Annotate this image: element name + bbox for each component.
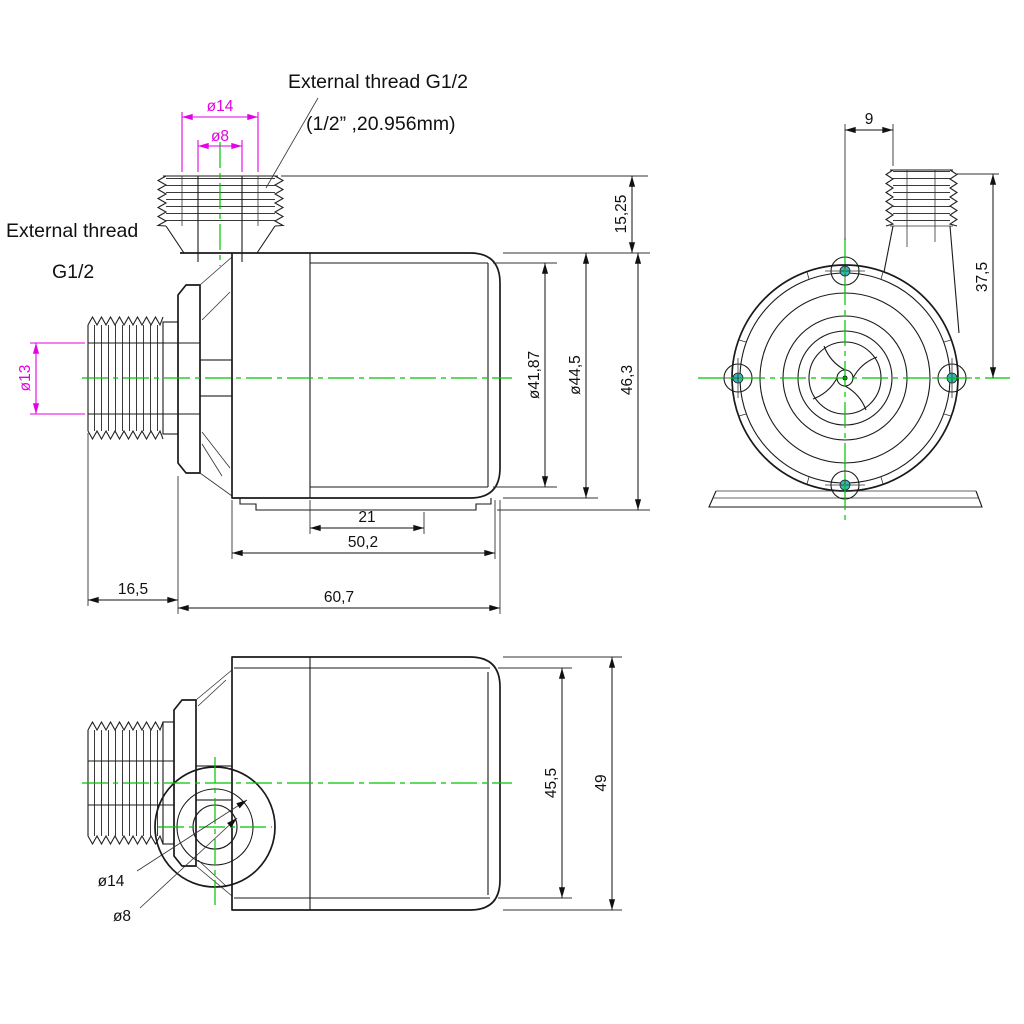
dim-top-port-od: ø14: [207, 98, 234, 115]
dim-body-outer-diameter: ø44,5: [567, 355, 584, 395]
left-port-annotation-line1: External thread: [6, 220, 138, 242]
pump-head: [162, 252, 233, 497]
left-port-annotation-line2: G1/2: [52, 261, 94, 283]
leader-line-o8: [139, 817, 238, 909]
top-port-annotation: External thread G1/2: [288, 71, 468, 93]
dim-left-port-bore: ø13: [17, 365, 34, 392]
dim-bottom-body-width: 45,5: [543, 768, 560, 798]
dim-foot-spacing: 21: [358, 509, 375, 526]
pump-body: [231, 252, 501, 511]
dim-overall-length: 60,7: [324, 589, 354, 606]
centerlines: [82, 142, 1010, 905]
mounting-foot: [239, 498, 492, 511]
dim-body-length: 50,2: [348, 534, 378, 551]
dim-top-port-bore: ø8: [211, 128, 229, 145]
labels: External thread G1/2 (1/2” ,20.956mm) Ex…: [6, 71, 991, 925]
magenta-dimensions: [30, 112, 259, 415]
dim-left-port-length: 16,5: [118, 581, 148, 598]
dim-front-port-height: 37,5: [974, 262, 991, 292]
side-view: [87, 175, 501, 511]
dim-overall-height: 46,3: [619, 365, 636, 395]
leader-line-o14: [136, 799, 248, 872]
black-dimensions: [87, 97, 999, 911]
dim-front-port-offset: 9: [865, 111, 874, 128]
bottom-pump-body: [231, 656, 501, 911]
dim-body-inner-diameter: ø41,87: [526, 351, 543, 399]
dim-bottom-port-bore: ø8: [113, 908, 131, 925]
dim-bottom-port-od: ø14: [98, 873, 125, 890]
front-port-thread: [883, 169, 960, 334]
leader-line-top-port: [265, 97, 319, 189]
housing-ribs: [738, 271, 952, 485]
dim-bottom-overall-width: 49: [593, 774, 610, 791]
dim-thread-height: 15,25: [613, 195, 630, 234]
top-port-spec: (1/2” ,20.956mm): [306, 113, 456, 135]
